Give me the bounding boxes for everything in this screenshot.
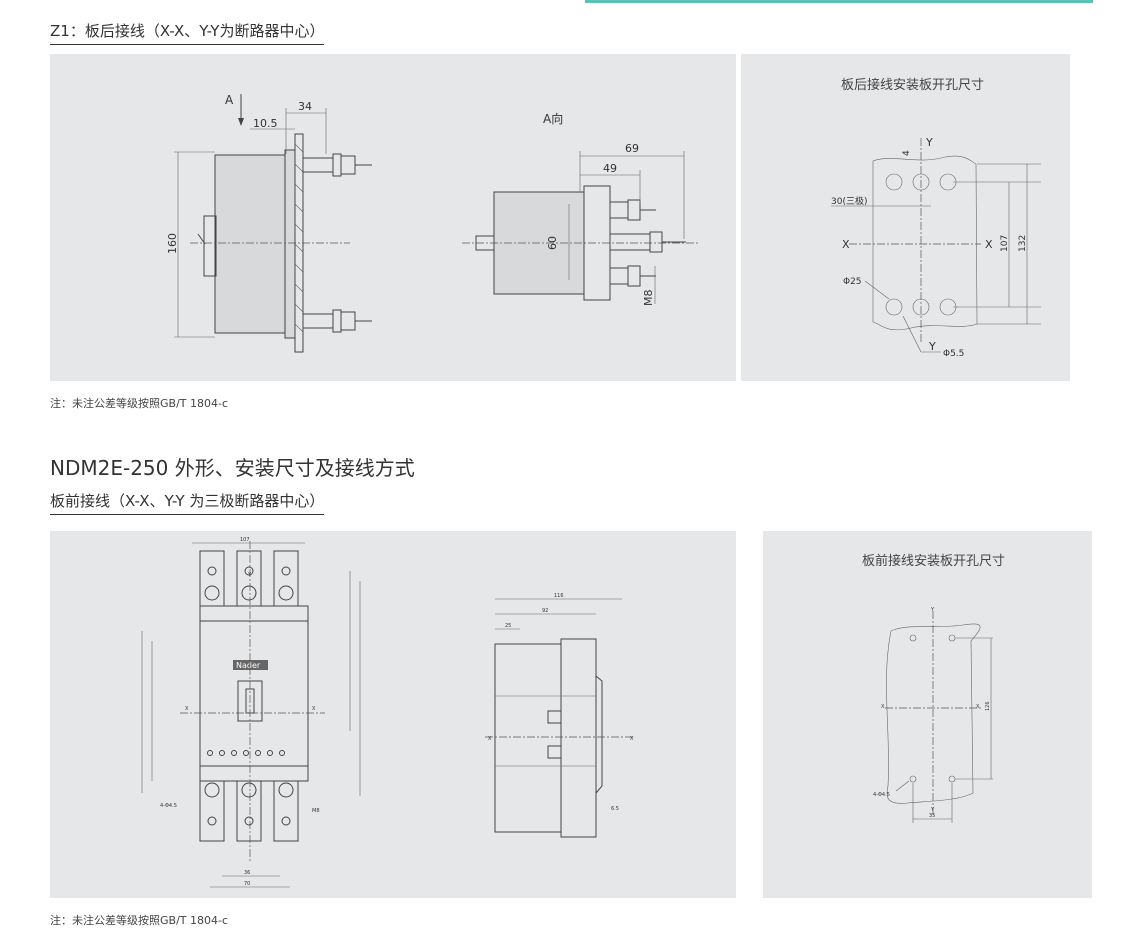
section2-title: 板前接线（X-X、Y-Y 为三极断路器中心） [50, 491, 325, 515]
svg-text:126: 126 [985, 701, 991, 711]
svg-text:36: 36 [244, 870, 250, 876]
dim-49: 49 [603, 162, 617, 175]
view-a-label: A向 [543, 111, 563, 126]
svg-text:116: 116 [554, 593, 564, 599]
rear-cutout-panel-title: 板后接线安装板开孔尺寸 [841, 78, 985, 93]
svg-text:X: X [976, 704, 980, 710]
svg-text:4-Φ4.5: 4-Φ4.5 [873, 792, 890, 798]
svg-text:Y: Y [930, 807, 935, 813]
svg-text:Y: Y [247, 572, 252, 578]
section2-note: 注：未注公差等级按照GB/T 1804-c [50, 914, 229, 927]
svg-text:107: 107 [1000, 235, 1010, 252]
brand-logo: Nader [236, 661, 261, 670]
svg-text:Φ5.5: Φ5.5 [943, 349, 964, 359]
svg-text:132: 132 [1018, 235, 1028, 252]
dim-60: 60 [546, 236, 559, 250]
svg-text:Y: Y [925, 136, 933, 149]
front-cutout-drawing: Y Y X X 126 35 4-Φ4.5 [873, 607, 993, 823]
svg-text:M8: M8 [312, 808, 320, 814]
svg-text:4: 4 [902, 150, 912, 156]
dim-69: 69 [625, 142, 639, 155]
svg-text:4-Φ4.5: 4-Φ4.5 [160, 803, 177, 809]
rear-wiring-drawing-panel: A 160 3 [50, 54, 736, 381]
dim-m8: M8 [642, 290, 655, 307]
svg-text:X: X [842, 238, 850, 251]
section1-title: Z1：板后接线（X-X、Y-Y为断路器中心） [50, 21, 325, 45]
svg-text:Y: Y [930, 607, 935, 613]
brand-logo-plate [233, 660, 268, 670]
svg-text:92: 92 [542, 608, 548, 614]
front-cutout-panel-title: 板前接线安装板开孔尺寸 [862, 554, 1006, 569]
svg-text:30(三极): 30(三极) [831, 195, 867, 207]
rear-cutout-drawing: Y Y X X 4 30(三极) 107 132 Φ25 Φ5.5 [831, 136, 1041, 359]
breaker-side-view-body [494, 643, 562, 833]
breaker-side-body [214, 154, 286, 334]
svg-text:35: 35 [929, 813, 935, 819]
svg-text:25: 25 [505, 623, 511, 629]
svg-text:Φ25: Φ25 [843, 277, 862, 287]
top-accent-line [585, 0, 1093, 3]
section1-note: 注：未注公差等级按照GB/T 1804-c [50, 397, 229, 410]
svg-text:70: 70 [244, 881, 250, 887]
svg-text:6.5: 6.5 [611, 806, 619, 812]
dim-34: 34 [298, 100, 312, 113]
front-wiring-cutout-panel: 板前接线安装板开孔尺寸 Y Y X X 126 35 4-Φ4.5 [763, 531, 1092, 898]
product-main-title: NDM2E-250 外形、安装尺寸及接线方式 [50, 456, 415, 480]
rear-wiring-cutout-panel: 板后接线安装板开孔尺寸 Y Y X X 4 30(三极) 107 132 Φ25… [741, 54, 1070, 381]
rear-wiring-drawing: A 160 3 [166, 93, 700, 353]
svg-text:X: X [630, 736, 634, 742]
dim-10-5: 10.5 [253, 117, 278, 130]
front-wiring-drawing-panel: Nader X X Y 107 36 70 4-Φ4.5 M8 116 [50, 531, 736, 898]
dim-160: 160 [166, 233, 179, 254]
arrow-label-a: A [225, 93, 234, 107]
front-wiring-drawing: Nader X X Y 107 36 70 4-Φ4.5 M8 116 [141, 537, 635, 888]
svg-text:107: 107 [240, 537, 250, 543]
svg-text:X: X [312, 706, 316, 712]
svg-text:X: X [488, 736, 492, 742]
svg-text:Y: Y [928, 340, 936, 353]
svg-text:X: X [881, 704, 885, 710]
svg-text:X: X [985, 238, 993, 251]
svg-text:X: X [185, 706, 189, 712]
